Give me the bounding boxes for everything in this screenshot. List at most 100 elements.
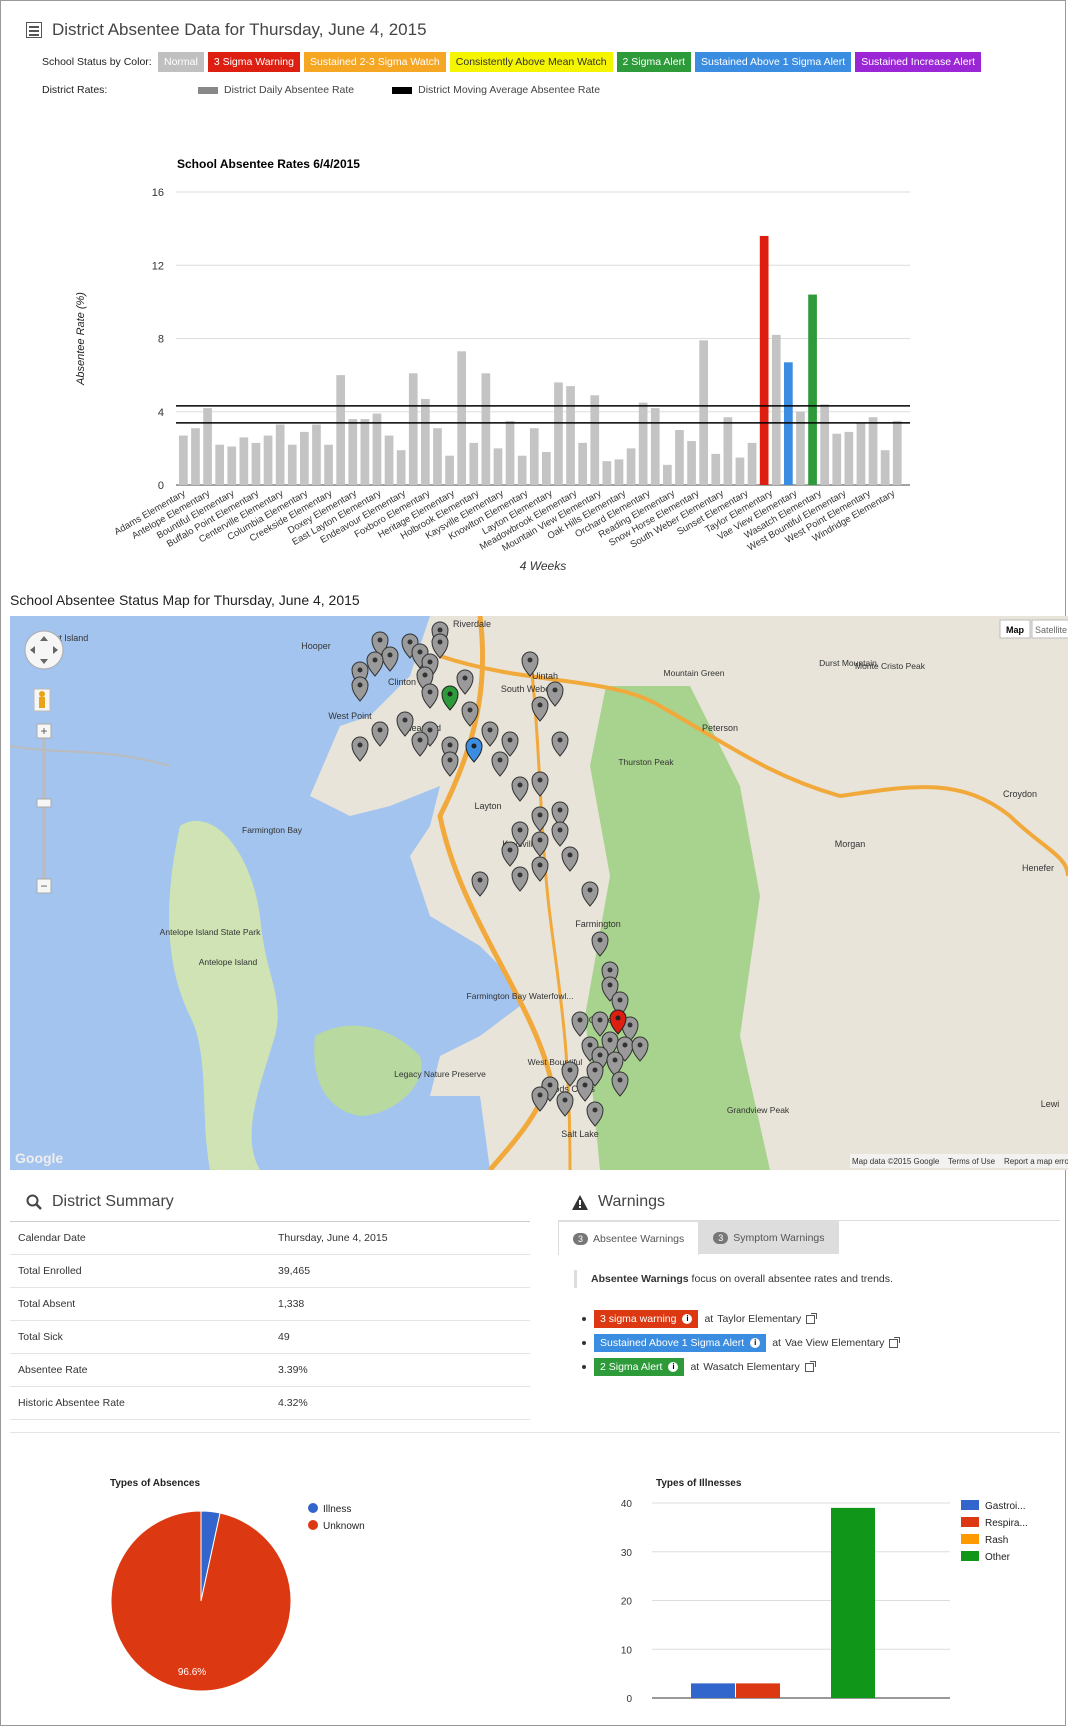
marker-dot: [477, 877, 483, 883]
external-link-icon[interactable]: [889, 1336, 901, 1348]
rate-swatch: [392, 86, 413, 94]
school-marker[interactable]: [531, 831, 549, 857]
school-marker[interactable]: [531, 771, 549, 797]
school-marker[interactable]: [511, 866, 529, 892]
summary-value: 49: [278, 1331, 290, 1343]
marker-shape: [531, 771, 549, 797]
school-marker[interactable]: [351, 736, 369, 762]
school-marker[interactable]: [586, 1101, 604, 1127]
pan-control[interactable]: [24, 630, 64, 670]
rate-legend-item: District Moving Average Absentee Rate: [392, 84, 600, 96]
map-place-label: Layton: [474, 801, 501, 811]
bar: [868, 417, 878, 485]
marker-shape: [481, 721, 499, 747]
school-marker[interactable]: [546, 681, 564, 707]
school-marker[interactable]: [471, 871, 489, 897]
school-marker[interactable]: [421, 683, 439, 709]
school-marker[interactable]: [591, 931, 609, 957]
school-marker[interactable]: [461, 701, 479, 727]
school-marker[interactable]: [576, 1076, 594, 1102]
warning-school-link[interactable]: Wasatch Elementary: [703, 1361, 800, 1373]
school-marker[interactable]: [396, 711, 414, 737]
section-divider: [10, 1432, 1060, 1433]
map-type-map-button[interactable]: Map: [999, 619, 1031, 639]
school-marker[interactable]: [561, 846, 579, 872]
school-marker[interactable]: [531, 806, 549, 832]
school-marker[interactable]: [481, 721, 499, 747]
school-marker[interactable]: [621, 1016, 639, 1042]
summary-key: Total Absent: [18, 1298, 76, 1310]
school-marker[interactable]: [371, 721, 389, 747]
school-marker[interactable]: [556, 1091, 574, 1117]
marker-shape: [511, 821, 529, 847]
warning-at: at: [690, 1361, 700, 1373]
map-type-satellite-button[interactable]: Satellite: [1031, 619, 1068, 639]
pan-circle: [24, 630, 64, 670]
summary-key: Total Enrolled: [18, 1265, 82, 1277]
rates-legend-label: District Rates:: [42, 84, 108, 96]
marker-dot: [597, 937, 603, 943]
school-marker-alert[interactable]: [609, 1009, 627, 1035]
school-marker[interactable]: [551, 821, 569, 847]
marker-dot: [372, 657, 378, 663]
map-place-label: Salt Lake: [561, 1129, 599, 1139]
school-marker[interactable]: [551, 801, 569, 827]
warning-school-link[interactable]: Taylor Elementary: [717, 1313, 802, 1325]
map-place-label: West Point: [328, 711, 372, 721]
school-marker-alert[interactable]: [465, 737, 483, 763]
marker-dot: [437, 639, 443, 645]
school-marker[interactable]: [441, 751, 459, 777]
school-marker[interactable]: [351, 676, 369, 702]
warning-school-link[interactable]: Vae View Elementary: [784, 1337, 885, 1349]
school-marker[interactable]: [491, 751, 509, 777]
marker-dot: [617, 1077, 623, 1083]
zoom-in-button[interactable]: +: [36, 723, 52, 739]
school-marker[interactable]: [571, 1011, 589, 1037]
external-link-icon[interactable]: [804, 1360, 816, 1372]
marker-shape: [531, 806, 549, 832]
external-link-icon[interactable]: [806, 1312, 818, 1324]
school-marker-alert[interactable]: [441, 685, 459, 711]
school-marker[interactable]: [551, 731, 569, 757]
school-marker[interactable]: [611, 1071, 629, 1097]
school-marker[interactable]: [501, 731, 519, 757]
bar: [384, 435, 394, 485]
y-tick-label: 40: [621, 1499, 633, 1510]
school-marker[interactable]: [561, 1061, 579, 1087]
island-park: [169, 820, 278, 1170]
school-marker[interactable]: [606, 1051, 624, 1077]
school-marker[interactable]: [631, 1036, 649, 1062]
bar: [602, 461, 612, 485]
school-marker[interactable]: [501, 841, 519, 867]
street-view-pegman[interactable]: [33, 688, 51, 712]
map-terms-link[interactable]: Terms of Use: [948, 1157, 996, 1166]
zoom-slider-handle[interactable]: [36, 798, 52, 808]
zoom-out-button[interactable]: −: [36, 878, 52, 894]
legend-swatch: [961, 1500, 979, 1510]
school-marker[interactable]: [456, 669, 474, 695]
legend-dot: [308, 1503, 318, 1513]
status-swatch: Consistently Above Mean Watch: [449, 52, 613, 72]
school-marker[interactable]: [521, 651, 539, 677]
school-marker[interactable]: [581, 881, 599, 907]
school-marker[interactable]: [591, 1011, 609, 1037]
bullet: [582, 1317, 586, 1321]
school-marker[interactable]: [431, 633, 449, 659]
school-marker[interactable]: [531, 856, 549, 882]
school-marker[interactable]: [511, 776, 529, 802]
school-marker[interactable]: [511, 821, 529, 847]
school-marker[interactable]: [531, 696, 549, 722]
school-marker[interactable]: [411, 731, 429, 757]
bar: [275, 424, 285, 485]
school-marker[interactable]: [531, 1086, 549, 1112]
map-report-link[interactable]: Report a map erro: [1004, 1157, 1068, 1166]
school-marker[interactable]: [366, 651, 384, 677]
bullet: [582, 1341, 586, 1345]
